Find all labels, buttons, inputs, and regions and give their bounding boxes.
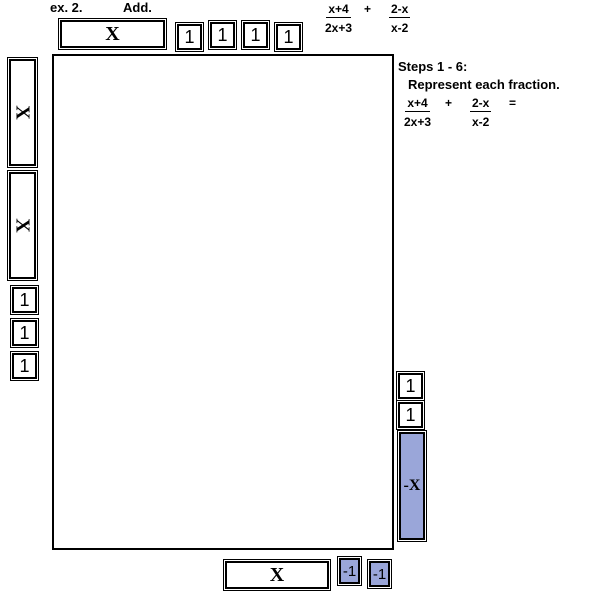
unit-tile-label: 1: [184, 26, 195, 47]
unit-tile-label: 1: [405, 375, 416, 396]
unit-tile-label: 1: [19, 355, 30, 376]
x-tile-left-2[interactable]: X: [7, 170, 38, 281]
x-tile-top[interactable]: X: [58, 18, 167, 50]
instruction-fraction-1-numerator: x+4: [405, 96, 430, 112]
unit-tile-top-3[interactable]: 1: [241, 20, 270, 50]
workspace-board[interactable]: [52, 54, 394, 550]
x-tile-label: X: [269, 563, 285, 586]
unit-tile-left-2[interactable]: 1: [10, 318, 39, 348]
unit-tile-label: 1: [19, 289, 30, 310]
x-tile-label: X: [105, 22, 120, 45]
instruction-fraction-1: x+4 2x+3: [404, 96, 431, 129]
negative-unit-tile-label: -1: [372, 565, 387, 583]
top-fraction-1-numerator: x+4: [326, 2, 351, 18]
unit-tile-label: 1: [250, 24, 261, 45]
unit-tile-top-1[interactable]: 1: [175, 22, 204, 52]
instruction-fraction-2: 2-x x-2: [470, 96, 492, 129]
unit-tile-right-1[interactable]: 1: [396, 371, 425, 401]
operation-label: Add.: [123, 0, 152, 15]
unit-tile-label: 1: [405, 404, 416, 425]
instruction-fraction-1-denominator: 2x+3: [404, 115, 432, 129]
unit-tile-label: 1: [217, 24, 228, 45]
unit-tile-right-2[interactable]: 1: [396, 400, 425, 430]
steps-heading: Steps 1 - 6:: [398, 59, 468, 74]
negative-x-tile-label: -X: [403, 477, 421, 494]
unit-tile-left-1[interactable]: 1: [10, 285, 39, 315]
instruction-plus-sign: +: [445, 96, 453, 110]
unit-tile-top-2[interactable]: 1: [208, 20, 237, 50]
x-tile-label: X: [11, 105, 34, 120]
negative-unit-tile-label: -1: [342, 562, 357, 580]
unit-tile-top-4[interactable]: 1: [274, 22, 303, 52]
top-fraction-2-denominator: x-2: [391, 21, 409, 35]
top-fraction-1-denominator: 2x+3: [325, 21, 353, 35]
top-plus-sign: +: [364, 2, 372, 16]
unit-tile-label: 1: [283, 26, 294, 47]
unit-tile-left-3[interactable]: 1: [10, 351, 39, 381]
instruction-fraction-2-denominator: x-2: [472, 115, 490, 129]
x-tile-label: X: [11, 218, 34, 233]
unit-tile-label: 1: [19, 322, 30, 343]
instruction-text: Represent each fraction.: [408, 77, 560, 92]
negative-unit-tile-bottom-1[interactable]: -1: [337, 556, 362, 586]
example-label: ex. 2.: [50, 0, 83, 15]
x-tile-bottom[interactable]: X: [223, 559, 331, 591]
instruction-equals-sign: =: [509, 96, 517, 110]
top-fraction-2: 2-x x-2: [389, 2, 411, 35]
negative-unit-tile-bottom-2[interactable]: -1: [367, 559, 392, 589]
x-tile-left-1[interactable]: X: [7, 57, 38, 168]
top-fraction-2-numerator: 2-x: [389, 2, 411, 18]
instruction-fraction-2-numerator: 2-x: [470, 96, 492, 112]
top-fraction-1: x+4 2x+3: [325, 2, 352, 35]
negative-x-tile-right[interactable]: -X: [397, 430, 427, 542]
